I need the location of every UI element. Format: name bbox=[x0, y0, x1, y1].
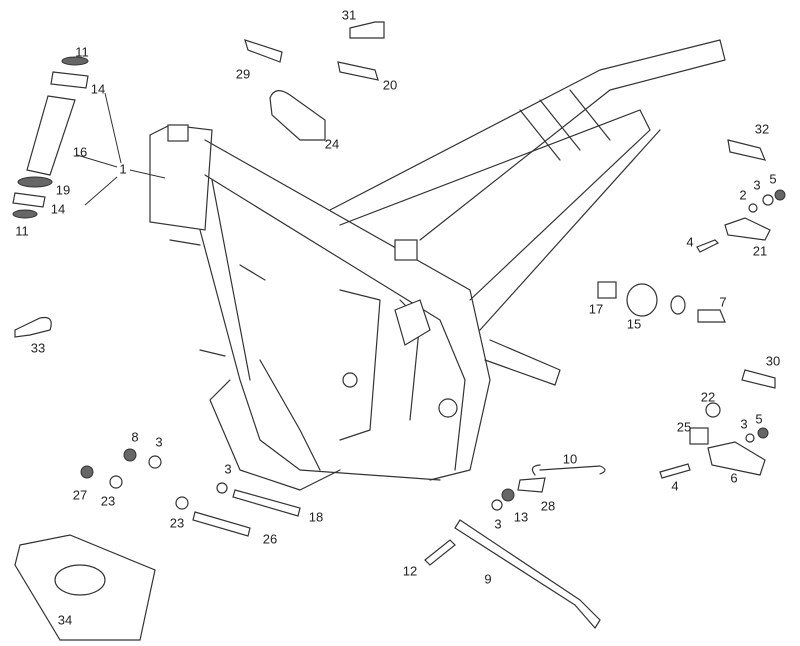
label-14: 14 bbox=[51, 201, 65, 216]
label-29: 29 bbox=[236, 66, 250, 81]
label-33: 33 bbox=[31, 340, 45, 355]
label-31: 31 bbox=[342, 7, 356, 22]
label-11: 11 bbox=[75, 44, 89, 59]
label-22: 22 bbox=[701, 389, 715, 404]
label-23: 23 bbox=[101, 493, 115, 508]
label-4: 4 bbox=[671, 478, 678, 493]
label-20: 20 bbox=[383, 77, 397, 92]
label-24: 24 bbox=[325, 136, 339, 151]
part-labels: 11 14 16 1 19 14 11 31 29 20 24 32 2 3 5… bbox=[15, 7, 780, 627]
label-3: 3 bbox=[155, 434, 162, 449]
label-9: 9 bbox=[484, 571, 491, 586]
label-13: 13 bbox=[514, 509, 528, 524]
label-3: 3 bbox=[740, 416, 747, 431]
footpegs bbox=[244, 21, 786, 479]
label-17: 17 bbox=[589, 301, 603, 316]
label-32: 32 bbox=[755, 121, 769, 136]
label-21: 21 bbox=[753, 243, 767, 258]
label-15: 15 bbox=[627, 316, 641, 331]
label-16: 16 bbox=[73, 144, 87, 159]
label-4: 4 bbox=[686, 234, 693, 249]
label-2: 2 bbox=[739, 187, 746, 202]
label-19: 19 bbox=[56, 182, 70, 197]
label-3: 3 bbox=[494, 516, 501, 531]
label-3: 3 bbox=[224, 461, 231, 476]
label-10: 10 bbox=[563, 451, 577, 466]
label-18: 18 bbox=[309, 509, 323, 524]
label-5: 5 bbox=[769, 171, 776, 186]
label-6: 6 bbox=[730, 470, 737, 485]
label-26: 26 bbox=[263, 531, 277, 546]
label-25: 25 bbox=[677, 419, 691, 434]
label-27: 27 bbox=[73, 487, 87, 502]
label-12: 12 bbox=[403, 563, 417, 578]
frame bbox=[149, 39, 726, 491]
steering-parts bbox=[12, 56, 166, 219]
label-14: 14 bbox=[91, 81, 105, 96]
label-1: 1 bbox=[119, 161, 126, 176]
label-3: 3 bbox=[753, 177, 760, 192]
label-30: 30 bbox=[766, 353, 780, 368]
fasteners bbox=[14, 316, 606, 641]
label-5: 5 bbox=[755, 411, 762, 426]
label-8: 8 bbox=[131, 429, 138, 444]
label-28: 28 bbox=[541, 498, 555, 513]
label-7: 7 bbox=[719, 294, 726, 309]
label-11: 11 bbox=[15, 223, 29, 238]
label-23: 23 bbox=[170, 515, 184, 530]
label-34: 34 bbox=[58, 612, 72, 627]
